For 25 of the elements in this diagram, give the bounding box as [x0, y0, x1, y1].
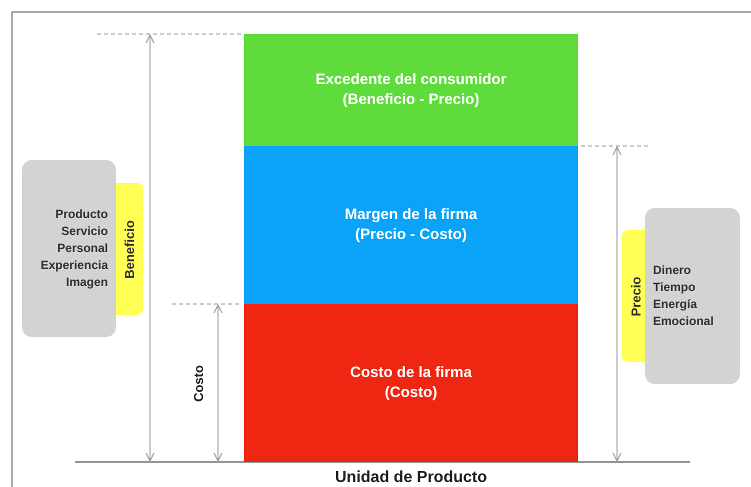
block-label: Excedente del consumidor: [314, 70, 508, 90]
list-item: Energía: [653, 296, 698, 313]
list-item: Personal: [57, 240, 108, 257]
block-label: Margen de la firma: [344, 205, 478, 225]
tab-label: Beneficio: [122, 220, 137, 278]
list-item: Tiempo: [653, 279, 696, 296]
block-label: (Beneficio - Precio): [342, 90, 480, 110]
price-card: [645, 208, 740, 384]
list-item: Emocional: [653, 313, 714, 330]
dimension-label: Costo: [190, 364, 206, 402]
benefit-card: [22, 160, 116, 337]
block-label: (Costo): [384, 383, 438, 403]
margin-block: [244, 146, 578, 304]
axis-label: Unidad de Producto: [335, 469, 487, 487]
surplus-block: [244, 34, 578, 146]
list-item: Dinero: [653, 262, 692, 279]
block-label: Costo de la firma: [349, 363, 473, 383]
list-item: Imagen: [66, 274, 108, 291]
tab-label: Precio: [628, 276, 643, 316]
list-item: Producto: [55, 206, 108, 223]
list-item: Servicio: [61, 223, 108, 240]
cost-block: [244, 304, 578, 462]
benefit-tab: [116, 183, 143, 315]
block-label: (Precio - Costo): [354, 225, 468, 245]
list-item: Experiencia: [40, 257, 108, 274]
